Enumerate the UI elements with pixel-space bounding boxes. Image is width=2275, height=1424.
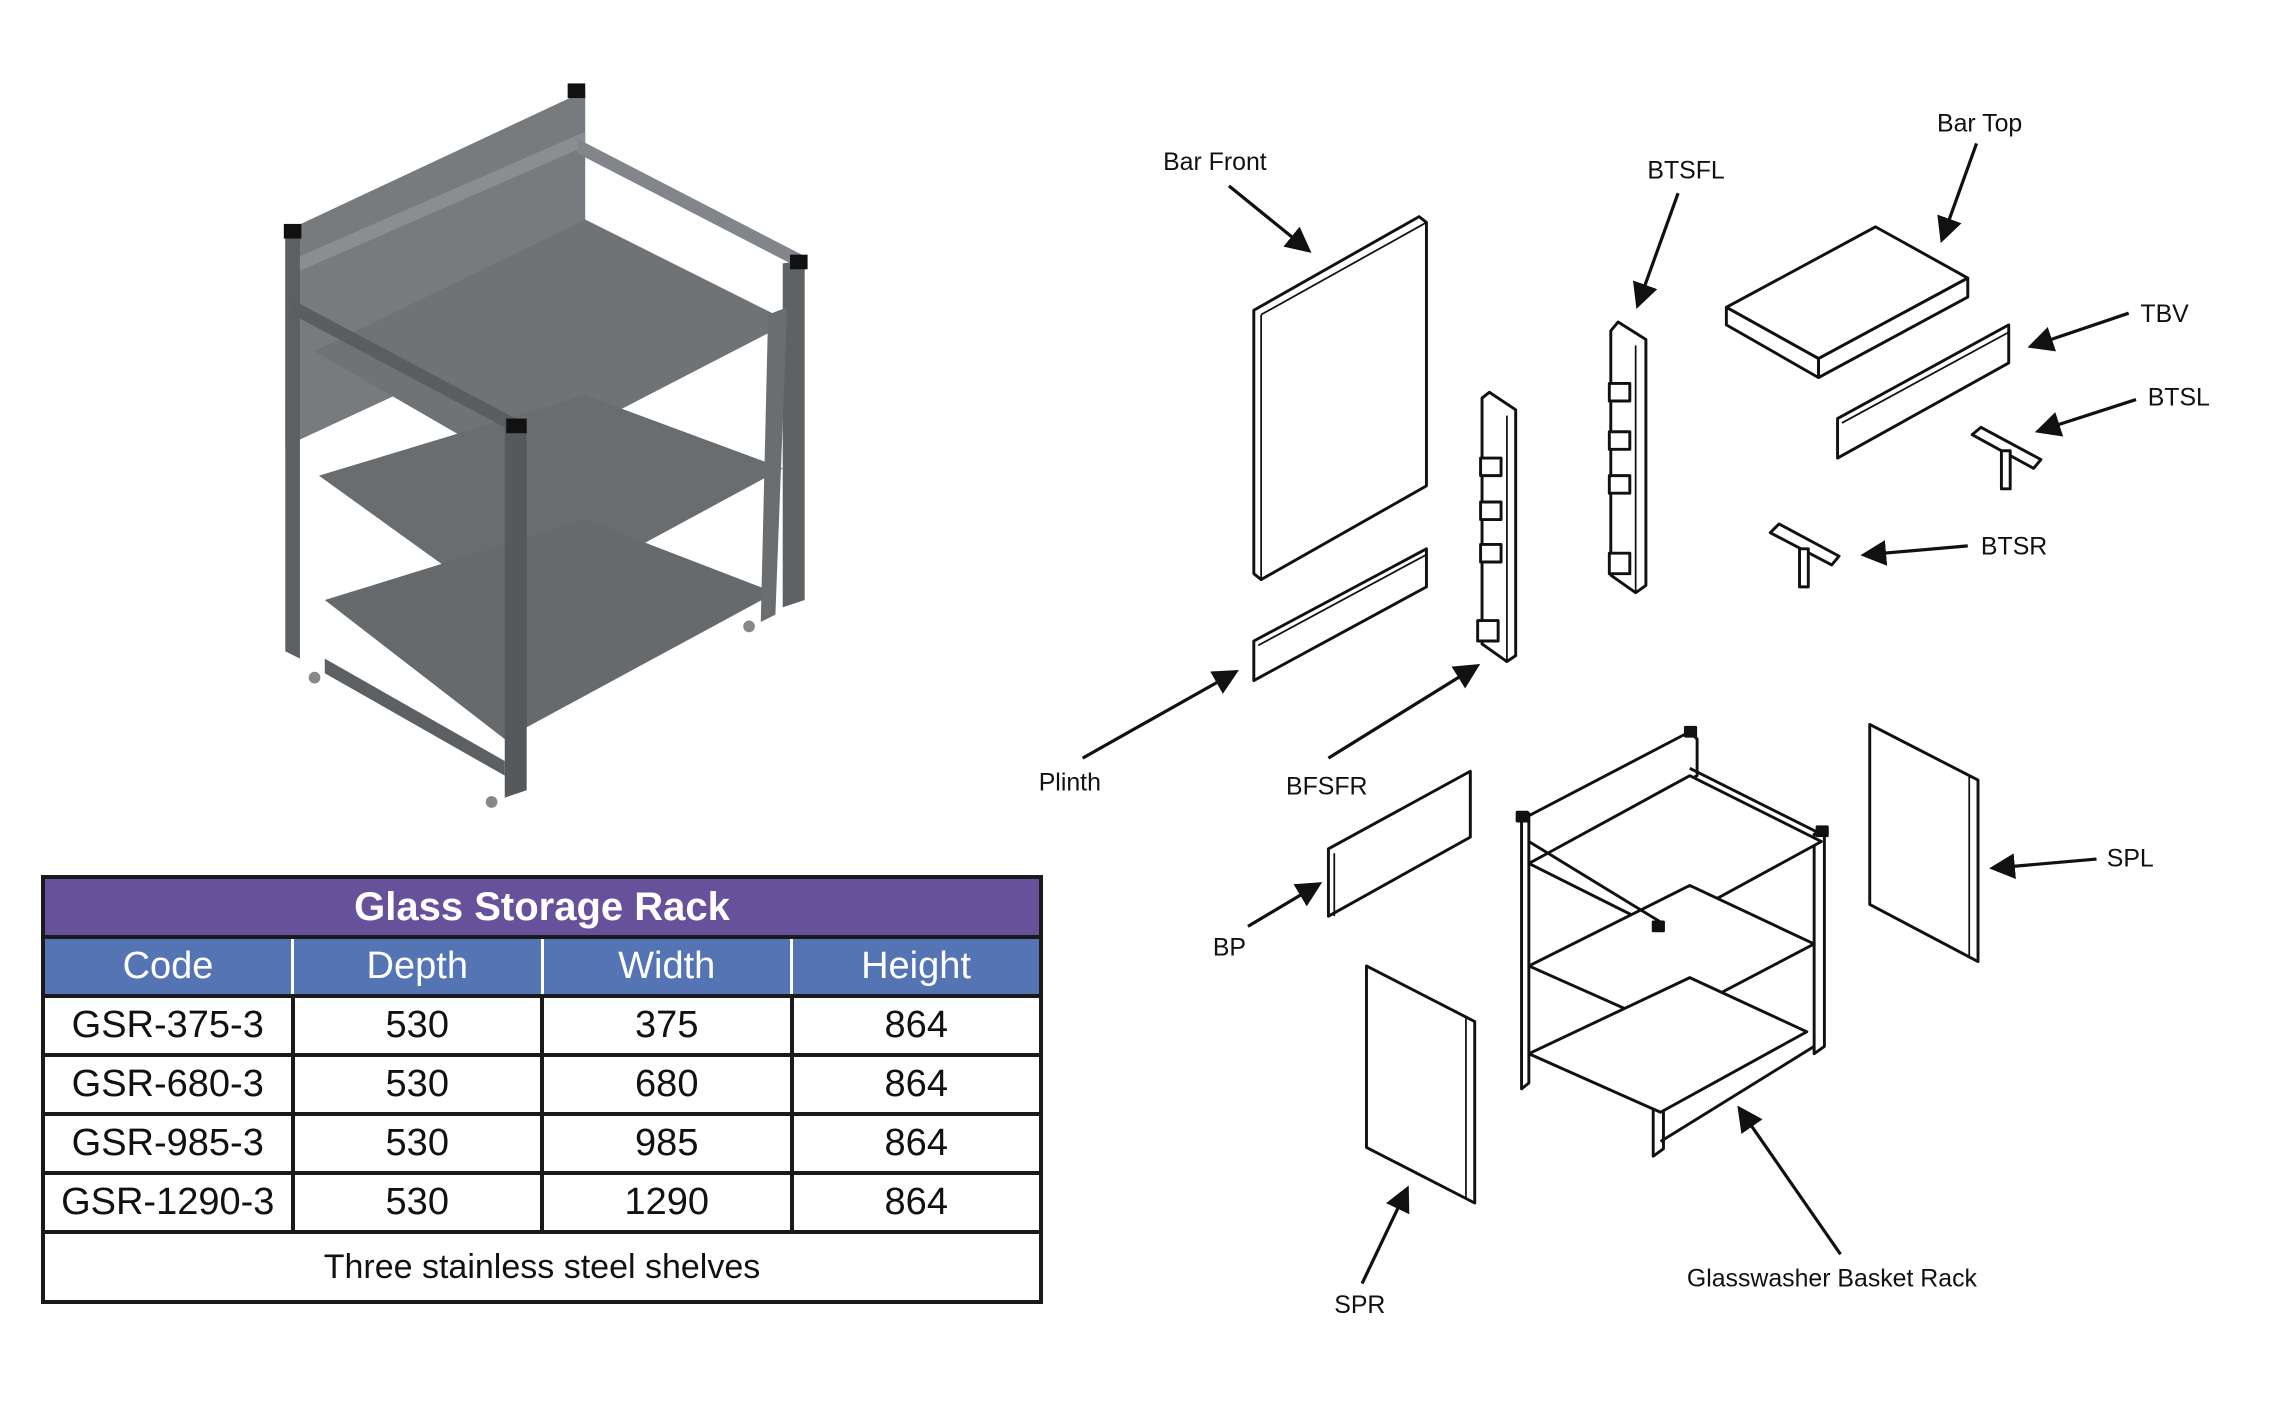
- cell-code: GSR-1290-3: [41, 1171, 295, 1234]
- cell-width: 375: [540, 994, 794, 1057]
- cell-height: 864: [789, 1112, 1043, 1175]
- rack-render: [283, 83, 808, 808]
- cell-code: GSR-985-3: [41, 1112, 295, 1175]
- spr-part: [1365, 964, 1477, 1205]
- cell-height: 864: [789, 994, 1043, 1057]
- cell-depth: 530: [290, 994, 544, 1057]
- cell-width: 1290: [540, 1171, 794, 1234]
- cell-depth: 530: [290, 1053, 544, 1116]
- cell-code: GSR-375-3: [41, 994, 295, 1057]
- cell-code: GSR-680-3: [41, 1053, 295, 1116]
- header-height: Height: [790, 935, 1043, 998]
- label-plinth: Plinth: [1039, 768, 1101, 796]
- cell-depth: 530: [290, 1112, 544, 1175]
- header-width: Width: [540, 935, 793, 998]
- label-btsr: BTSR: [1981, 533, 2047, 561]
- header-depth: Depth: [291, 935, 544, 998]
- bp-part: [1326, 769, 1472, 918]
- spec-table: Glass Storage Rack Code Depth Width Heig…: [41, 875, 1043, 1304]
- label-basket-rack: Glasswasher Basket Rack: [1687, 1264, 1978, 1292]
- table-footer: Three stainless steel shelves: [41, 1230, 1043, 1304]
- plinth-part: [1252, 547, 1428, 682]
- label-bar-top: Bar Top: [1937, 110, 2022, 138]
- cell-width: 680: [540, 1053, 794, 1116]
- cell-depth: 530: [290, 1171, 544, 1234]
- label-bar-front: Bar Front: [1163, 148, 1267, 176]
- label-spr: SPR: [1334, 1291, 1385, 1319]
- spl-part: [1868, 722, 1980, 963]
- cell-height: 864: [789, 1171, 1043, 1234]
- label-bp: BP: [1213, 934, 1246, 962]
- cell-width: 985: [540, 1112, 794, 1175]
- table-title: Glass Storage Rack: [41, 875, 1043, 939]
- cell-height: 864: [789, 1053, 1043, 1116]
- btsr-part: [1768, 522, 1841, 589]
- label-tbv: TBV: [2140, 300, 2189, 328]
- header-code: Code: [41, 935, 294, 998]
- label-btsl: BTSL: [2148, 383, 2210, 411]
- tbv-part: [1836, 323, 2011, 460]
- btsl-part: [1970, 425, 2043, 491]
- bar-top-part: [1724, 225, 1970, 380]
- label-btsfl: BTSFL: [1647, 157, 1724, 185]
- label-spl: SPL: [2107, 844, 2154, 872]
- bar-front-part: [1252, 215, 1428, 582]
- basket-rack-part: [1515, 725, 1829, 1158]
- label-bfsfr: BFSFR: [1286, 773, 1367, 801]
